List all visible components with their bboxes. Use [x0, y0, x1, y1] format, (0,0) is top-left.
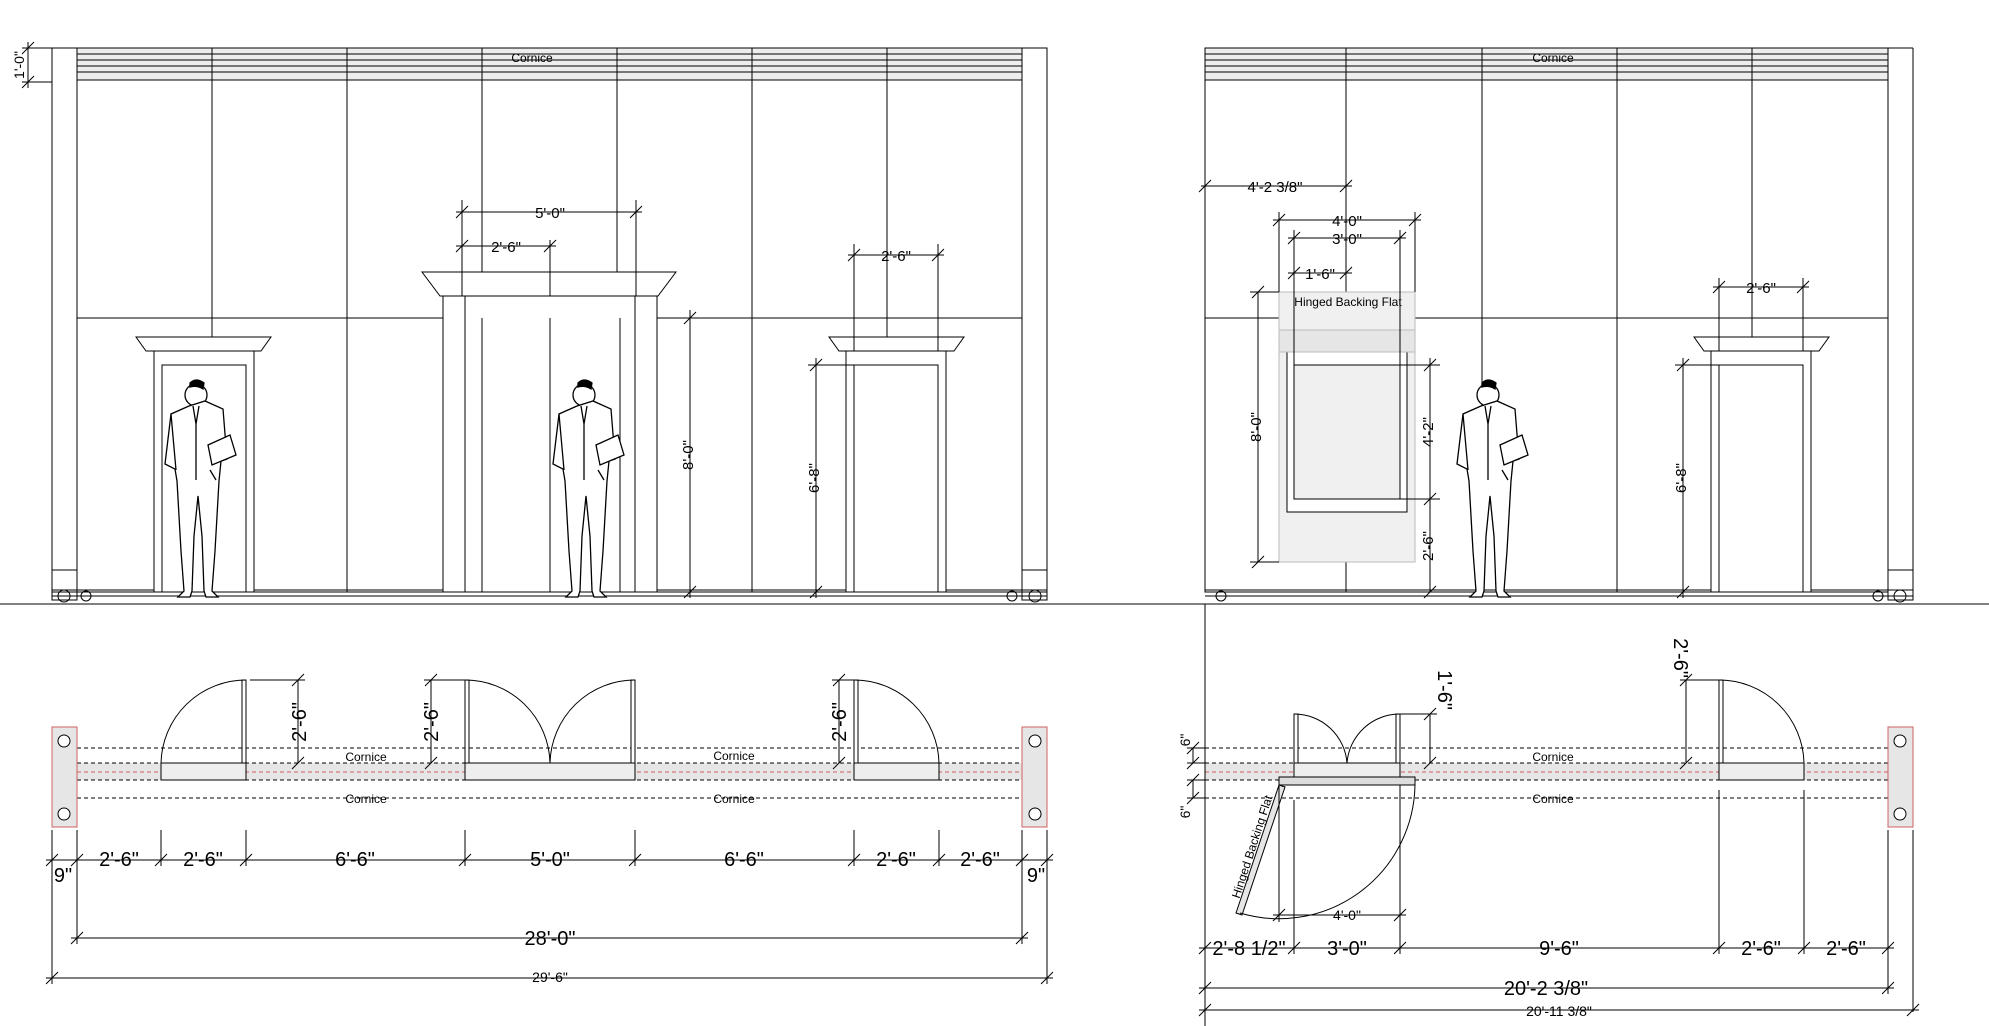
plan-seg-7: 2'-6"	[876, 849, 916, 871]
plan-overall-outer-right: 20'-11 3/8"	[1526, 1003, 1592, 1019]
dim-double-door-total: 5'-0"	[535, 205, 565, 222]
dim-half-opening: 1'-6"	[1305, 266, 1335, 283]
dim-right-door-width-right: 2'-6"	[1746, 280, 1776, 297]
plan-overall-inner-right: 20'-2 3/8"	[1504, 978, 1588, 1000]
plan-overall-outer-left: 29'-6"	[532, 969, 568, 985]
left-elevation	[51, 47, 1048, 603]
cornice-label-left-elev: Cornice	[511, 51, 553, 65]
right-plan	[1186, 610, 1920, 1017]
dim-sill-height: 2'-6"	[1420, 531, 1437, 561]
plan-overall-inner-left: 28'-0"	[525, 928, 576, 950]
right-elevation-dims	[1198, 178, 1810, 599]
plan-seg-4: 6'-6"	[335, 849, 375, 871]
plan-swing-dim-3: 2'-6"	[829, 702, 851, 742]
plan-flat-swing: 1'-6"	[1433, 670, 1455, 710]
left-elevation-dims	[21, 41, 945, 599]
dim-double-door-height: 8'-0"	[680, 440, 697, 470]
dim-cornice-height: 1'-0"	[11, 51, 27, 79]
plan-depth-top: 6"	[1177, 734, 1193, 747]
cornice-label-right-elev: Cornice	[1532, 51, 1574, 65]
plan-seg-3: 2'-6"	[183, 849, 223, 871]
dim-right-door-height-right: 6'-8"	[1673, 463, 1690, 493]
plan-cornice-top-left-2: Cornice	[713, 749, 755, 763]
scale-figure-right	[1456, 379, 1529, 598]
dim-opening-width: 3'-0"	[1332, 231, 1362, 248]
plan-swing-dim-2: 2'-6"	[421, 702, 443, 742]
plan-right-seg-1: 2'-8 1/2"	[1212, 938, 1285, 960]
flat-label-elev: Hinged Backing Flat	[1294, 295, 1402, 309]
plan-cornice-bottom-left-2: Cornice	[713, 792, 755, 806]
plan-seg-2: 2'-6"	[99, 849, 139, 871]
left-plan	[45, 673, 1054, 985]
plan-seg-1: 9"	[54, 865, 72, 887]
plan-right-seg-5: 2'-6"	[1826, 938, 1866, 960]
plan-swing-dim-1: 2'-6"	[289, 702, 311, 742]
plan-right-seg-2: 3'-0"	[1327, 938, 1367, 960]
plan-right-seg-3: 9'-6"	[1539, 938, 1579, 960]
dim-flat-width: 4'-0"	[1332, 213, 1362, 230]
dim-flat-height: 8'-0"	[1248, 412, 1265, 442]
plan-seg-6: 6'-6"	[724, 849, 764, 871]
dim-flat-offset: 4'-2 3/8"	[1248, 179, 1303, 196]
dim-right-door-width-left: 2'-6"	[881, 248, 911, 265]
dim-opening-height: 4'-2"	[1420, 417, 1437, 447]
dim-double-door-leaf: 2'-6"	[491, 239, 521, 256]
plan-cornice-bottom-left: Cornice	[345, 792, 387, 806]
plan-seg-9: 9"	[1027, 865, 1045, 887]
plan-cornice-bottom-right: Cornice	[1532, 792, 1574, 806]
plan-cornice-top-right: Cornice	[1532, 750, 1574, 764]
right-elevation	[1204, 47, 1914, 603]
plan-cornice-top-left: Cornice	[345, 750, 387, 764]
plan-seg-5: 5'-0"	[530, 849, 570, 871]
plan-right-seg-4: 2'-6"	[1741, 938, 1781, 960]
plan-flat-width: 4'-0"	[1333, 907, 1361, 923]
plan-door-swing-right: 2'-6"	[1669, 638, 1691, 678]
plan-seg-8: 2'-6"	[960, 849, 1000, 871]
dim-right-door-height-left: 6'-8"	[806, 463, 823, 493]
plan-depth-bottom: 6"	[1177, 806, 1193, 819]
